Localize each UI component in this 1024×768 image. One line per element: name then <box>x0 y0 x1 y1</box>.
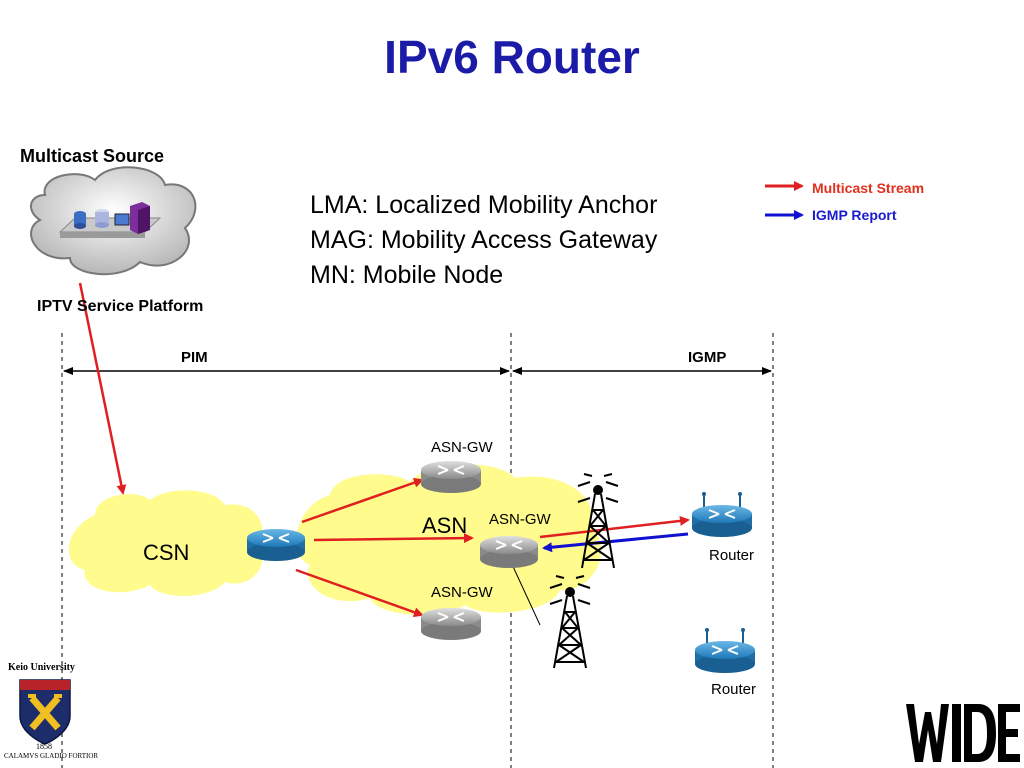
tower-server-icon <box>130 202 150 234</box>
asn-label: ASN <box>422 513 468 538</box>
asn-gw-top-label: ASN-GW <box>431 439 493 456</box>
antenna-tower-icon <box>577 473 619 569</box>
monitor-icon <box>114 213 130 226</box>
server-icon <box>74 211 86 229</box>
igmp-zone-label: IGMP <box>688 349 727 366</box>
legend-multicast-label: Multicast Stream <box>812 180 925 196</box>
antenna-tower-icon <box>549 575 591 669</box>
legend-igmp-label: IGMP Report <box>812 207 897 223</box>
keio-year: 1858 <box>36 742 52 751</box>
csn-router-icon <box>247 529 305 561</box>
keio-university-name: Keio University <box>8 662 75 673</box>
definitions: LMA: Localized Mobility Anchor MAG: Mobi… <box>310 188 657 293</box>
router-bottom-icon <box>695 628 755 673</box>
definition-mn: MN: Mobile Node <box>310 261 504 289</box>
router-top-label: Router <box>709 547 755 564</box>
multicast-stream-source-arrow <box>78 282 127 495</box>
router-top-icon <box>692 492 752 537</box>
multicast-source-cloud <box>30 166 197 276</box>
pim-zone-label: PIM <box>181 349 208 366</box>
keio-motto: CALAMVS GLADIO FORTIOR <box>4 752 99 760</box>
multicast-stream-to-asn-gw-top <box>301 477 424 524</box>
wireless-link-line <box>509 559 541 626</box>
asn-gw-bottom-label: ASN-GW <box>431 584 493 601</box>
definition-mag: MAG: Mobility Access Gateway <box>310 226 658 254</box>
keio-university-crest <box>19 679 71 745</box>
csn-cloud <box>68 490 263 596</box>
asn-gw-bottom-icon <box>421 608 481 640</box>
iptv-platform-label: IPTV Service Platform <box>37 298 204 315</box>
asn-gw-top-icon <box>421 461 481 493</box>
router-bottom-label: Router <box>711 681 757 698</box>
database-icon <box>95 209 109 228</box>
asn-gw-mid-icon <box>480 536 538 568</box>
asn-gw-mid-label: ASN-GW <box>489 511 551 528</box>
multicast-source-label: Multicast Source <box>20 146 165 166</box>
wide-logo <box>906 704 1020 762</box>
multicast-stream-to-router <box>539 515 690 539</box>
igmp-report-arrow <box>542 532 689 553</box>
multicast-stream-to-asn-gw-mid <box>313 533 474 544</box>
definition-lma: LMA: Localized Mobility Anchor <box>310 191 658 219</box>
multicast-stream-to-asn-gw-bottom <box>295 568 424 618</box>
page-title: IPv6 Router <box>384 31 640 83</box>
csn-label: CSN <box>143 540 190 565</box>
